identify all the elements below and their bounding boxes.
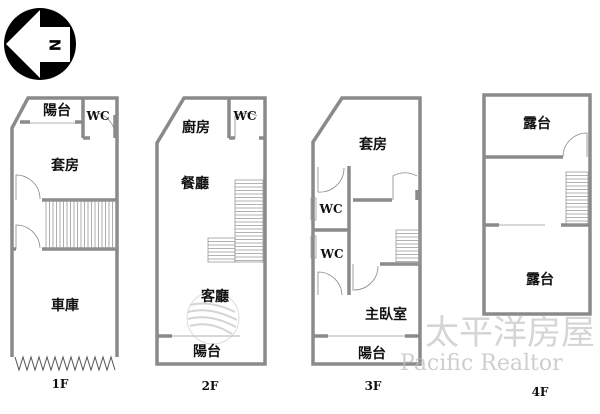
staircase [234, 179, 264, 263]
room-label: 陽台 [43, 103, 71, 119]
room-label: 主臥室 [365, 307, 407, 323]
svg-text:N: N [47, 39, 65, 52]
room-label: WC [86, 109, 110, 123]
room-label: 套房 [51, 158, 79, 174]
floor-label-3f: 3F [364, 379, 382, 393]
room-label: 露台 [523, 116, 551, 132]
floor-1f-plan [10, 96, 119, 372]
north-arrow-icon: N [4, 8, 76, 80]
staircases [45, 171, 589, 265]
floor-label-2f: 2F [201, 379, 219, 393]
room-label: 套房 [359, 137, 387, 153]
floor-label-4f: 4F [531, 385, 549, 399]
room-label: 客廳 [201, 289, 229, 305]
room-label: 廚房 [182, 120, 210, 136]
floor-3f-plan [310, 96, 422, 366]
staircase [565, 171, 589, 225]
room-label: 車庫 [51, 298, 79, 314]
watermark-text: 太平洋房屋 [425, 313, 595, 353]
room-label: 露台 [526, 272, 554, 288]
room-label: 陽台 [193, 344, 221, 360]
floor-label-1f: 1F [51, 377, 69, 391]
room-label: 餐廳 [181, 176, 209, 192]
staircase [207, 237, 236, 263]
watermark-logo-icon [186, 291, 240, 345]
staircase [395, 229, 421, 265]
watermark-text-english: Pacific Realtor [400, 351, 563, 376]
room-label: WC [320, 247, 344, 261]
floor-4f-plan [482, 93, 592, 316]
floor-2f-plan [155, 96, 267, 366]
room-label: WC [319, 202, 343, 216]
room-label: 陽台 [358, 346, 386, 362]
room-label: WC [233, 109, 257, 123]
